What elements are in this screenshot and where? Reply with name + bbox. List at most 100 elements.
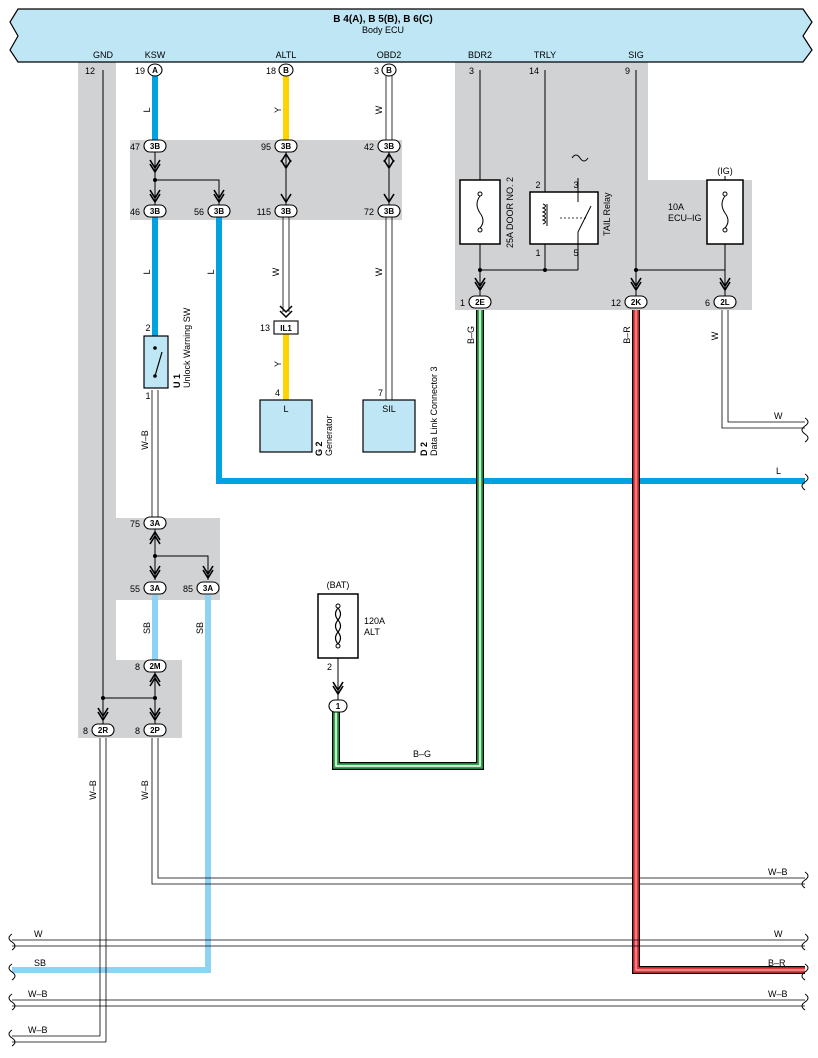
connector-3b: 3B <box>150 142 160 151</box>
wire-label-br: B–R <box>768 958 786 968</box>
wire-label-w: W <box>34 929 43 939</box>
pin-label: 3 <box>573 180 578 190</box>
wire-label-wb: W–B <box>28 1025 48 1035</box>
junction-3a: 3A 75 3A 55 3A 85 <box>130 516 220 595</box>
connector-2p: 2P <box>150 726 160 735</box>
wire-label-w: W <box>271 267 281 276</box>
connector-3b: 3B <box>281 142 291 151</box>
terminal-sig: SIG <box>628 50 644 60</box>
fuse-door-label: 25A DOOR NO. 2 <box>505 177 515 248</box>
connector-3a: 3A <box>150 519 160 528</box>
fuse-ecu-amp: 10A <box>668 202 684 212</box>
connector-b: B <box>386 66 392 75</box>
pin-label: 56 <box>194 207 204 217</box>
wire-label-l: L <box>142 269 152 274</box>
wire-label-wb: W–B <box>140 780 150 800</box>
connector-3b: 3B <box>281 207 291 216</box>
ecu-pins: 12 A 19 B 18 B 3 3 14 9 <box>85 63 630 77</box>
pin-label: 3 <box>469 66 474 76</box>
connector-2r: 2R <box>98 726 108 735</box>
pin-label: 6 <box>705 298 710 308</box>
pin-label: 1 <box>145 391 150 401</box>
pin-label: 95 <box>261 142 271 152</box>
terminal-ksw: KSW <box>145 50 166 60</box>
wire-label-sb: SB <box>195 622 205 634</box>
pin-label: 12 <box>85 66 95 76</box>
connector-3a: 3A <box>203 584 213 593</box>
connector-b: B <box>283 66 289 75</box>
terminal-trly: TRLY <box>534 50 556 60</box>
tail-relay-label: TAIL Relay <box>602 192 612 236</box>
wire-label-wb: W–B <box>140 430 150 450</box>
wire-label-wb: W–B <box>768 989 788 999</box>
pin-label: 1 <box>460 298 465 308</box>
pin-label: 8 <box>83 726 88 736</box>
pin-label: 12 <box>611 298 621 308</box>
wire-break-marks <box>8 417 809 1047</box>
g2-code: G 2 <box>314 441 324 456</box>
connector-2m: 2M <box>149 662 160 671</box>
d2-name: Data Link Connector 3 <box>429 366 439 456</box>
ig-label: (IG) <box>717 166 733 176</box>
wire-label-sb: SB <box>34 958 46 968</box>
pin-label: 5 <box>573 248 578 258</box>
connector-a: A <box>152 66 158 75</box>
pin-label: 47 <box>130 142 140 152</box>
pin-label: 55 <box>130 584 140 594</box>
ecu-subtitle: Body ECU <box>362 25 404 35</box>
wire-label-w: W <box>374 267 384 276</box>
pin-label: 4 <box>275 388 280 398</box>
pin-label: 7 <box>378 388 383 398</box>
wire-label-l: L <box>776 466 781 476</box>
pin-label: 13 <box>260 323 270 333</box>
g2-name: Generator <box>324 415 334 456</box>
shaded-areas <box>78 62 752 738</box>
u1-code: U 1 <box>172 374 182 388</box>
pin-label: 115 <box>257 207 271 217</box>
connector-3a: 3A <box>150 584 160 593</box>
pin-label: 46 <box>130 207 140 217</box>
wire-label-l: L <box>206 269 216 274</box>
fuse-alt-amp: 120A <box>364 616 385 626</box>
pin-label: 19 <box>135 66 145 76</box>
body-ecu-box: B 4(A), B 5(B), B 6(C) Body ECU GND KSW … <box>9 8 813 63</box>
unlock-warning-switch: 2 1 U 1 Unlock Warning SW <box>143 307 192 401</box>
pin-label: 2 <box>145 323 150 333</box>
fuse-ecu-ig: (IG) 10A ECU–IG <box>668 166 744 292</box>
connector-il1: IL1 13 <box>260 305 299 335</box>
wire-label-br: B–R <box>622 326 632 344</box>
data-link-connector: SIL 7 D 2 Data Link Connector 3 <box>362 366 439 456</box>
wire-label-sb: SB <box>142 622 152 634</box>
connector-3b: 3B <box>214 207 224 216</box>
terminal-gnd: GND <box>93 50 114 60</box>
fuse-door-no2: 25A DOOR NO. 2 <box>459 177 515 248</box>
wire-label-y: Y <box>273 107 283 113</box>
connector-il1-label: IL1 <box>280 324 292 333</box>
pin-label: 1 <box>535 248 540 258</box>
pin-label: 14 <box>529 66 539 76</box>
wire-label-bg: B–G <box>466 326 476 344</box>
wire-label-wb: W–B <box>28 989 48 999</box>
terminal-obd2: OBD2 <box>377 50 402 60</box>
pin-label: 2 <box>535 180 540 190</box>
connector-2k: 2K <box>631 298 641 307</box>
u1-name: Unlock Warning SW <box>182 307 192 388</box>
fuse-alt-name: ALT <box>364 627 380 637</box>
wire-label-l: L <box>142 107 152 112</box>
pin-label: 18 <box>266 66 276 76</box>
pin-label: 85 <box>183 584 193 594</box>
junction-3b: 3B 47 3B 95 3B 42 3B 46 3B 56 3B 115 3B … <box>130 139 401 218</box>
pin-label: 9 <box>625 66 630 76</box>
wire-color-labels: L Y W L L W W Y W–B SB SB W–B W–B B–G B–… <box>28 105 788 1035</box>
wire-label-w: W <box>774 929 783 939</box>
wire-label-bg: B–G <box>413 749 431 759</box>
pin-label: 75 <box>130 519 140 529</box>
connector-2e: 2E <box>475 298 485 307</box>
wire-label-w: W <box>710 331 720 340</box>
wire-label-w: W <box>374 105 384 114</box>
generator: L 4 G 2 Generator <box>259 388 334 456</box>
connector-3b: 3B <box>150 207 160 216</box>
wire-label-w: W <box>774 411 783 421</box>
bat-label: (BAT) <box>327 580 350 590</box>
